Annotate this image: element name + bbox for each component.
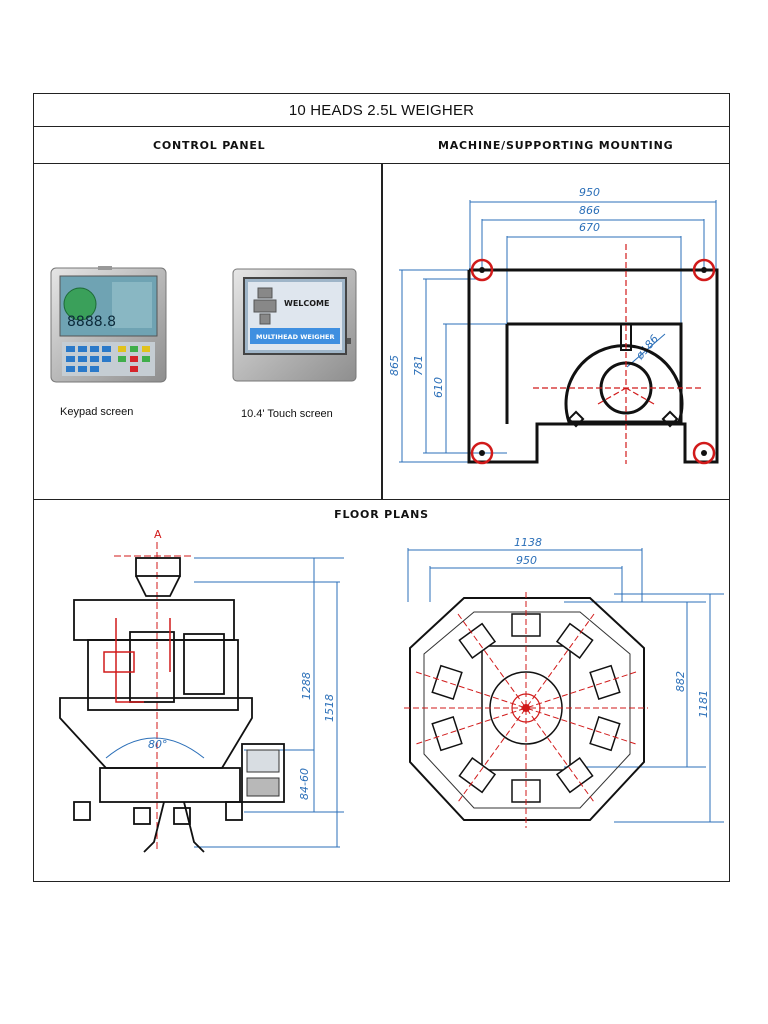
- top-dim-950: 950: [516, 554, 537, 567]
- touch-welcome-text: WELCOME: [284, 299, 329, 308]
- floor-plans-row: FLOOR PLANS A 1288 1518 84-60 80°: [34, 500, 729, 881]
- top-view-drawing: 1138 950 882 1181: [404, 536, 724, 828]
- touch-screen-image: WELCOME MULTIHEAD WEIGHER: [232, 268, 357, 382]
- mount-dim-781: 781: [412, 355, 425, 376]
- mount-dim-670: 670: [579, 221, 600, 234]
- top-dim-882: 882: [674, 671, 687, 692]
- side-view-drawing: A 1288 1518 84-60 80°: [59, 528, 344, 853]
- keypad-screen-image: 8888.8: [50, 266, 167, 383]
- mounting-drawing: 950 866 670 865 781 610 ø186: [388, 186, 719, 465]
- panel-row: 8888.8 Keypad screen WELCOME MULTIHEAD W…: [34, 164, 729, 500]
- side-angle-label: 80°: [148, 738, 168, 751]
- touch-banner-text: MULTIHEAD WEIGHER: [256, 333, 334, 341]
- side-dim-84-60: 84-60: [298, 768, 311, 800]
- floor-plans-header: FLOOR PLANS: [334, 508, 429, 521]
- column-divider: [381, 164, 383, 499]
- section-header-row: CONTROL PANEL MACHINE/SUPPORTING MOUNTIN…: [34, 127, 729, 164]
- keypad-caption: Keypad screen: [60, 406, 134, 418]
- side-dim-1518: 1518: [323, 694, 336, 722]
- keypad-display-readout: 8888.8: [67, 314, 116, 330]
- mount-dim-950: 950: [579, 186, 600, 199]
- top-dim-1181: 1181: [697, 690, 710, 718]
- control-panel-header: CONTROL PANEL: [153, 139, 266, 152]
- mount-dim-866: 866: [579, 204, 600, 217]
- machine-mounting-header: MACHINE/SUPPORTING MOUNTING: [438, 139, 674, 152]
- side-label-a: A: [154, 528, 162, 541]
- mount-dim-865: 865: [388, 355, 401, 376]
- touch-caption: 10.4' Touch screen: [241, 408, 333, 420]
- side-dim-1288: 1288: [300, 672, 313, 700]
- mount-dim-610: 610: [432, 377, 445, 398]
- document-title: 10 HEADS 2.5L WEIGHER: [34, 94, 729, 127]
- spec-sheet: 10 HEADS 2.5L WEIGHER CONTROL PANEL MACH…: [33, 93, 730, 882]
- top-dim-1138: 1138: [514, 536, 542, 549]
